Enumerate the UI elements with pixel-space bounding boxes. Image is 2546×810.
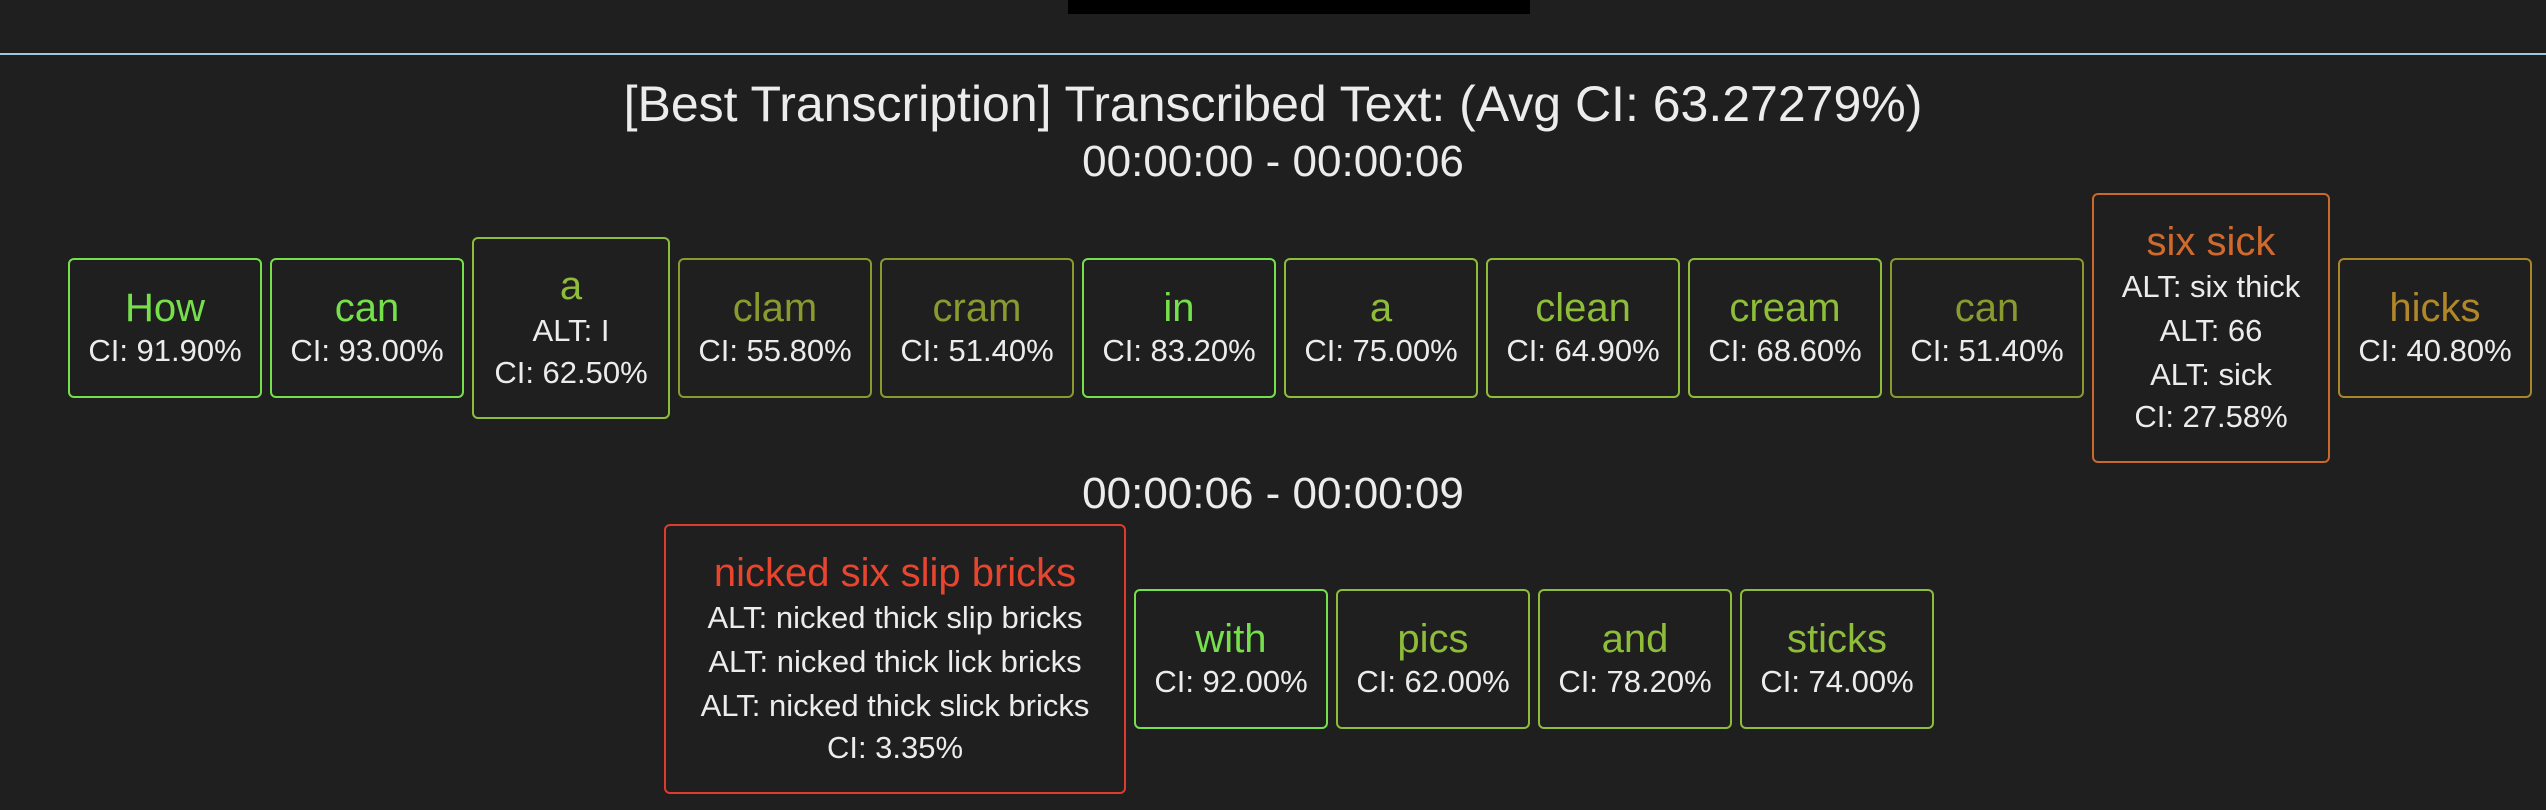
word-text: and — [1601, 617, 1669, 661]
word-text: nicked six slip bricks — [713, 551, 1077, 595]
word-card: clean CI: 64.90% — [1486, 258, 1680, 398]
word-card: six sick ALT: six thick ALT: 66 ALT: sic… — [2092, 193, 2330, 463]
word-card: sticks CI: 74.00% — [1740, 589, 1934, 729]
word-alternative: ALT: nicked thick slick bricks — [700, 688, 1090, 723]
word-confidence: CI: 92.00% — [1154, 664, 1308, 699]
word-card: How CI: 91.90% — [68, 258, 262, 398]
segment-time-range: 00:00:06 - 00:00:09 — [1082, 469, 1464, 518]
word-text: How — [124, 286, 206, 330]
word-card: hicks CI: 40.80% — [2338, 258, 2532, 398]
word-card: clam CI: 55.80% — [678, 258, 872, 398]
word-confidence: CI: 93.00% — [290, 333, 444, 368]
word-alternative: ALT: nicked thick slip bricks — [707, 600, 1083, 635]
word-text: sticks — [1787, 617, 1887, 661]
word-text: hicks — [2389, 286, 2481, 330]
word-confidence: CI: 91.90% — [88, 333, 242, 368]
word-confidence: CI: 75.00% — [1304, 333, 1458, 368]
word-text: cram — [932, 286, 1022, 330]
word-confidence: CI: 78.20% — [1558, 664, 1712, 699]
segment-time-range: 00:00:00 - 00:00:06 — [1082, 137, 1464, 186]
word-confidence: CI: 3.35% — [826, 730, 964, 765]
word-confidence: CI: 51.40% — [900, 333, 1054, 368]
word-text: can — [1954, 286, 2020, 330]
word-confidence: CI: 64.90% — [1506, 333, 1660, 368]
word-confidence: CI: 62.50% — [494, 355, 648, 390]
word-card: cram CI: 51.40% — [880, 258, 1074, 398]
word-card: a ALT: I CI: 62.50% — [472, 237, 670, 419]
word-card: can CI: 51.40% — [1890, 258, 2084, 398]
word-card: a CI: 75.00% — [1284, 258, 1478, 398]
word-card: pics CI: 62.00% — [1336, 589, 1530, 729]
word-alternative: ALT: 66 — [2159, 313, 2263, 348]
page-title: [Best Transcription] Transcribed Text: (… — [623, 76, 1923, 132]
word-card: can CI: 93.00% — [270, 258, 464, 398]
word-confidence: CI: 68.60% — [1708, 333, 1862, 368]
word-text: pics — [1397, 617, 1469, 661]
word-text: a — [559, 264, 583, 308]
word-text: a — [1369, 286, 1393, 330]
word-text: can — [334, 286, 400, 330]
segment-word-row: How CI: 91.90% can CI: 93.00% a ALT: I C… — [68, 192, 2532, 464]
word-text: clean — [1535, 286, 1631, 330]
word-confidence: CI: 51.40% — [1910, 333, 2064, 368]
word-confidence: CI: 55.80% — [698, 333, 852, 368]
word-confidence: CI: 40.80% — [2358, 333, 2512, 368]
word-confidence: CI: 62.00% — [1356, 664, 1510, 699]
word-text: clam — [732, 286, 818, 330]
word-text: in — [1163, 286, 1195, 330]
word-card: with CI: 92.00% — [1134, 589, 1328, 729]
segment-word-row: nicked six slip bricks ALT: nicked thick… — [664, 524, 1934, 794]
word-card: cream CI: 68.60% — [1688, 258, 1882, 398]
word-confidence: CI: 74.00% — [1760, 664, 1914, 699]
word-confidence: CI: 83.20% — [1102, 333, 1256, 368]
word-alternative: ALT: I — [532, 313, 610, 348]
word-confidence: CI: 27.58% — [2134, 399, 2288, 434]
word-text: six sick — [2146, 220, 2276, 264]
word-alternative: ALT: sick — [2150, 357, 2272, 392]
top-black-bar — [1068, 0, 1530, 14]
word-alternative: ALT: nicked thick lick bricks — [708, 644, 1082, 679]
word-card: and CI: 78.20% — [1538, 589, 1732, 729]
word-text: with — [1195, 617, 1267, 661]
header-divider — [0, 53, 2546, 55]
word-card: in CI: 83.20% — [1082, 258, 1276, 398]
word-alternative: ALT: six thick — [2121, 269, 2301, 304]
word-card: nicked six slip bricks ALT: nicked thick… — [664, 524, 1126, 794]
word-text: cream — [1729, 286, 1841, 330]
